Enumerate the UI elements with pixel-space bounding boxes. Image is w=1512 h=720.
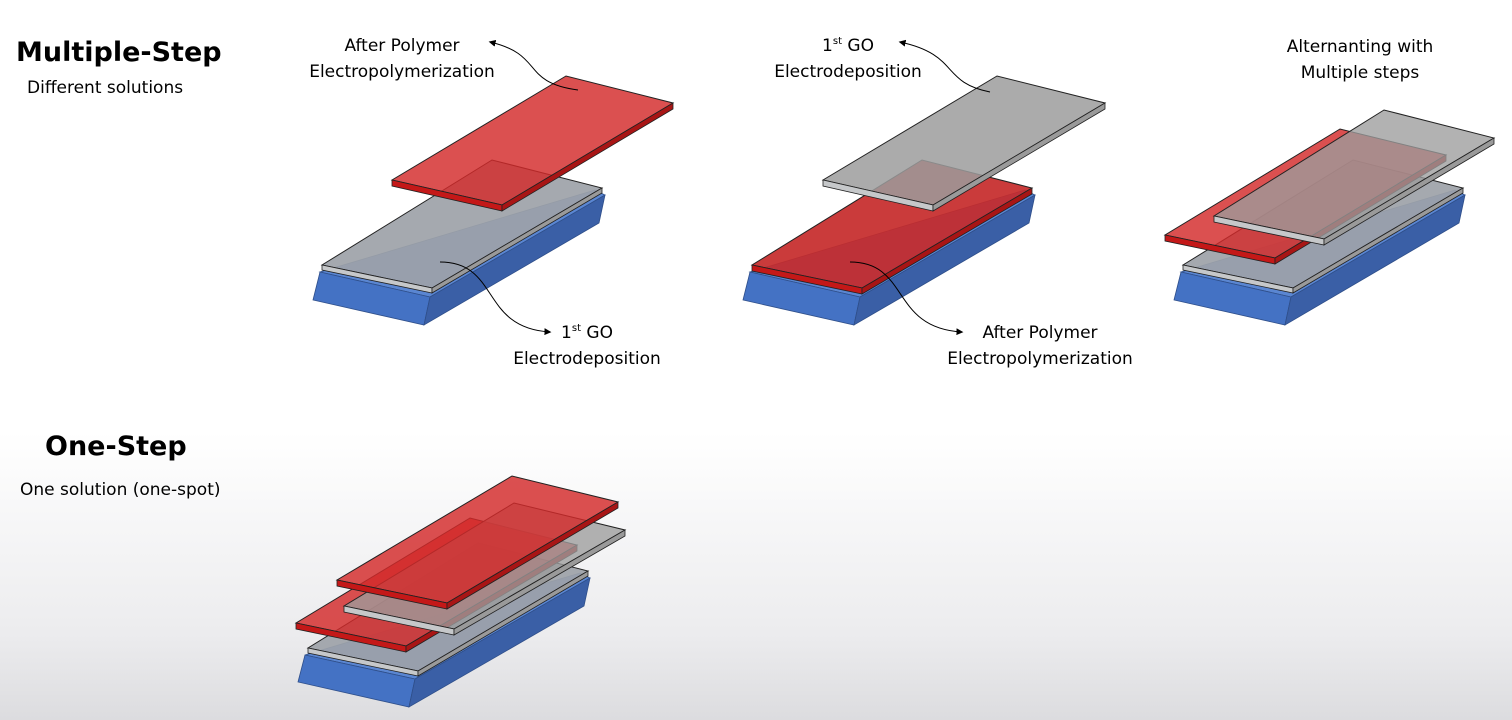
step3-label: Alternanting with Multiple steps bbox=[1270, 34, 1450, 86]
stack-step-1 bbox=[312, 39, 675, 336]
step1-top-label-line1: After Polymer bbox=[344, 36, 460, 56]
go-layer bbox=[821, 75, 1107, 212]
step1-top-label: After Polymer Electropolymerization bbox=[302, 33, 502, 85]
step1-top-label-line2: Electropolymerization bbox=[309, 62, 495, 82]
stack-one-step bbox=[294, 475, 627, 708]
polymer-layer bbox=[390, 75, 675, 212]
arrow-to-polymer bbox=[849, 261, 964, 336]
go-layer-top bbox=[1212, 109, 1496, 246]
step2-top-label-line1: 1st GO bbox=[822, 36, 874, 56]
step2-top-label: 1st GO Electrodeposition bbox=[758, 33, 938, 85]
step2-bottom-label-line2: Electropolymerization bbox=[947, 349, 1133, 369]
one-step-subtitle: One solution (one-spot) bbox=[20, 480, 221, 500]
stack-step-2 bbox=[742, 39, 1107, 336]
stack-step-3 bbox=[1163, 109, 1496, 326]
multiple-step-subtitle: Different solutions bbox=[27, 78, 184, 98]
step2-top-label-line2: Electrodeposition bbox=[774, 62, 922, 82]
arrow-to-go bbox=[439, 261, 552, 336]
step3-label-line2: Multiple steps bbox=[1300, 63, 1420, 83]
arrow-to-polymer bbox=[488, 39, 579, 91]
arrow-to-go bbox=[898, 39, 991, 93]
polymer-layer-top bbox=[335, 475, 620, 610]
step2-bottom-label: After Polymer Electropolymerization bbox=[940, 320, 1140, 372]
step1-bottom-label: 1st GO Electrodeposition bbox=[497, 320, 677, 372]
step1-bottom-label-line1: 1st GO bbox=[561, 323, 613, 343]
one-step-title: One-Step bbox=[45, 431, 187, 462]
step1-bottom-label-line2: Electrodeposition bbox=[513, 349, 661, 369]
multiple-step-title: Multiple-Step bbox=[16, 37, 222, 68]
step2-bottom-label-line1: After Polymer bbox=[982, 323, 1098, 343]
step3-label-line1: Alternanting with bbox=[1286, 37, 1434, 57]
